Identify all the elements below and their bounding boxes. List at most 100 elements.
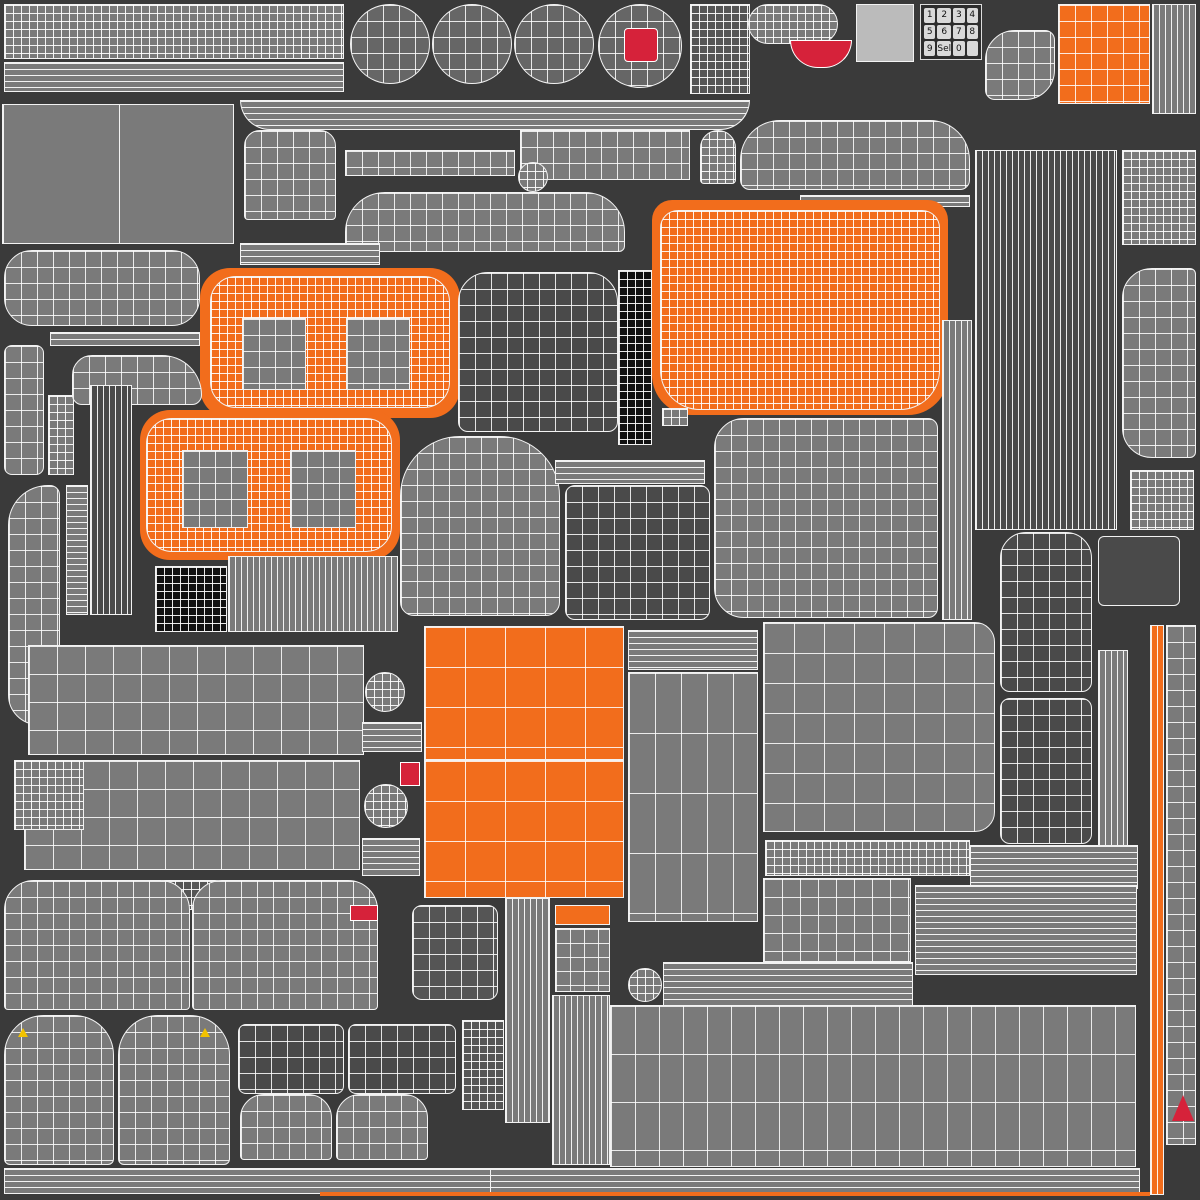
keypad-key: 1 bbox=[924, 8, 936, 23]
orange-panel-top-right bbox=[1058, 4, 1150, 104]
dark-panel-right bbox=[1098, 536, 1180, 606]
gauge-dial-3 bbox=[514, 4, 594, 84]
gauge-dial-1 bbox=[350, 4, 430, 84]
top-strip-ticks bbox=[4, 4, 344, 59]
left-pillar-1 bbox=[4, 345, 44, 475]
headrest-1 bbox=[240, 1094, 332, 1160]
keypad-key: 3 bbox=[953, 8, 965, 23]
seat-back-small bbox=[244, 130, 336, 220]
rounded-tray bbox=[4, 250, 200, 326]
floor-panel-large bbox=[610, 1005, 1136, 1167]
thin-strip-right bbox=[1098, 650, 1128, 850]
right-edge-strip bbox=[1152, 4, 1196, 114]
side-trim-shell bbox=[1122, 268, 1196, 458]
cowl-shell bbox=[740, 120, 970, 190]
small-block-tag bbox=[662, 408, 688, 426]
seat-cushion-dark bbox=[458, 272, 618, 432]
lower-seat-left bbox=[4, 1015, 114, 1165]
long-arch-strip bbox=[240, 100, 750, 130]
frame-window-1a bbox=[242, 318, 306, 390]
left-pillar-tiny bbox=[48, 395, 74, 475]
handle-shell bbox=[985, 30, 1055, 100]
orange-pad-lower bbox=[424, 760, 624, 898]
small-parts-left bbox=[14, 760, 84, 830]
keypad-key: 5 bbox=[924, 24, 936, 40]
tall-dark-column bbox=[975, 150, 1117, 530]
side-seat-shell bbox=[1000, 532, 1092, 692]
bench-strip-2 bbox=[362, 838, 420, 876]
headrest-2 bbox=[336, 1094, 428, 1160]
keypad-key: 9 bbox=[924, 41, 936, 56]
left-upper-strip bbox=[240, 243, 380, 265]
control-panel-unit bbox=[856, 4, 914, 62]
lower-seat-mid bbox=[118, 1015, 230, 1165]
tall-post bbox=[90, 385, 132, 615]
seat-shell-left bbox=[400, 436, 560, 616]
strip-under-tray bbox=[50, 332, 200, 346]
cushion-pad-2 bbox=[348, 1024, 456, 1094]
tiny-parts-strip bbox=[765, 840, 970, 876]
red-emblem-icon bbox=[624, 28, 658, 62]
tall-thin-rail-2 bbox=[552, 995, 610, 1165]
frame-window-1b bbox=[346, 318, 410, 390]
floor-trim bbox=[663, 962, 913, 1006]
keypad-key bbox=[966, 41, 978, 56]
keypad-key: 4 bbox=[966, 8, 978, 23]
bench-panel-upper bbox=[28, 645, 364, 755]
orange-backrest bbox=[660, 210, 940, 410]
flat-panel-large bbox=[2, 104, 234, 244]
orange-bottom-line bbox=[320, 1192, 1150, 1196]
side-parts-col bbox=[1122, 150, 1196, 245]
small-panel-pair bbox=[555, 928, 610, 992]
ring-part bbox=[518, 162, 548, 192]
black-ladder-strip bbox=[618, 270, 652, 445]
stacked-strips bbox=[915, 885, 1137, 975]
strip-mid bbox=[555, 460, 705, 484]
large-panel-right bbox=[763, 622, 995, 832]
round-buttons-cluster bbox=[462, 1020, 504, 1110]
orange-pad-upper bbox=[424, 626, 624, 760]
gauge-dial-2 bbox=[432, 4, 512, 84]
keypad-key: 8 bbox=[966, 24, 978, 40]
duct-part-2 bbox=[520, 130, 690, 180]
red-clip bbox=[400, 762, 420, 786]
orange-edge-strip bbox=[1150, 625, 1164, 1195]
keypad-key: Sel bbox=[937, 41, 952, 56]
frame-window-2b bbox=[290, 450, 356, 528]
orange-small-block bbox=[555, 905, 610, 925]
top-strip-bar bbox=[4, 62, 344, 92]
keypad-key: 0 bbox=[953, 41, 965, 56]
keypad-key: 2 bbox=[937, 8, 952, 23]
dark-cushion-frame bbox=[565, 485, 710, 620]
black-grid-block bbox=[155, 566, 227, 632]
horizontal-trim bbox=[970, 845, 1138, 889]
frame-window-2a bbox=[182, 450, 248, 528]
stripe-block-right bbox=[628, 630, 758, 670]
door-panel-center bbox=[628, 672, 758, 922]
cable-duct bbox=[345, 150, 515, 176]
red-lens-part bbox=[790, 40, 852, 68]
cushion-pad-1 bbox=[238, 1024, 344, 1094]
seat-back-lower-right bbox=[192, 880, 378, 1010]
large-seat-pan bbox=[714, 418, 938, 618]
bottom-strip-left bbox=[4, 1168, 494, 1194]
bottom-strip-right bbox=[490, 1168, 1140, 1194]
narrow-rail bbox=[66, 485, 88, 615]
long-vertical-rail bbox=[942, 320, 972, 620]
speaker-grille-1 bbox=[365, 672, 405, 712]
keypad-key: 6 bbox=[937, 24, 952, 40]
tiny-shield bbox=[700, 130, 736, 184]
side-small-parts bbox=[1130, 470, 1194, 530]
seat-back-lower-left bbox=[4, 880, 190, 1010]
fender-shell bbox=[345, 192, 625, 252]
warning-triangle-icon-2 bbox=[200, 1028, 210, 1037]
edge-strip-parts bbox=[1166, 625, 1196, 1145]
vent-panel bbox=[228, 556, 398, 632]
speaker-grille-2 bbox=[364, 784, 408, 828]
mirror-housing bbox=[748, 4, 838, 44]
small-parts-cluster bbox=[690, 4, 750, 94]
box-panel bbox=[763, 878, 911, 962]
round-vent bbox=[628, 968, 662, 1002]
bench-strip bbox=[362, 722, 422, 752]
side-seat-shell-2 bbox=[1000, 698, 1092, 844]
